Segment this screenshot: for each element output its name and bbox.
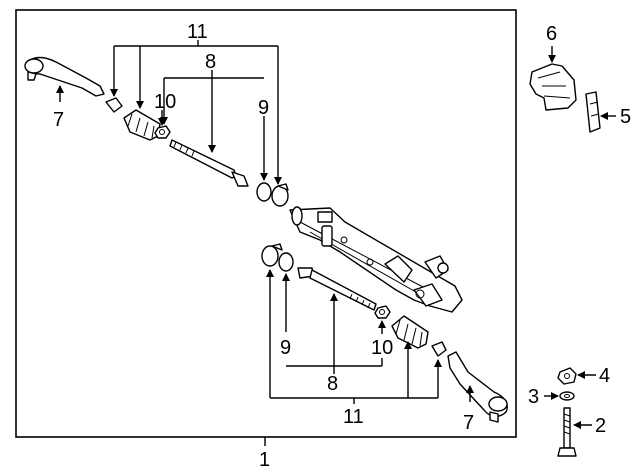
jam-nut-top xyxy=(154,125,171,139)
leader-11-bottom xyxy=(266,269,442,404)
heat-shield xyxy=(529,63,577,111)
clamp-top-left xyxy=(105,97,123,113)
bracket xyxy=(585,91,601,133)
callout-inner-tie-rod-bottom: 8 xyxy=(327,373,338,395)
callout-inner-tie-rod-top: 8 xyxy=(205,51,216,73)
steering-rack-housing xyxy=(289,206,463,313)
inner-tie-rod-bottom xyxy=(297,267,377,311)
bolt xyxy=(557,407,577,457)
callout-heat-shield: 6 xyxy=(546,23,557,45)
clamp-bottom-right xyxy=(431,341,447,357)
callout-jam-nut-top: 10 xyxy=(154,91,176,113)
jam-nut-bottom xyxy=(374,305,391,319)
spacer-top xyxy=(256,182,272,202)
leader-8-bottom xyxy=(286,293,383,374)
tie-rod-end-left xyxy=(24,56,105,97)
clamp-bottom-left xyxy=(261,243,283,267)
callout-washer: 3 xyxy=(528,386,539,408)
callout-jam-nut-bottom: 10 xyxy=(371,337,393,359)
callout-bracket: 5 xyxy=(620,106,631,128)
leader-11-top xyxy=(110,40,282,185)
callout-assembly: 1 xyxy=(259,449,270,471)
callout-nut: 4 xyxy=(599,365,610,387)
callout-tie-rod-end-right: 7 xyxy=(463,412,474,434)
callout-spacer-bottom: 9 xyxy=(280,337,291,359)
leader-8-top xyxy=(160,70,268,181)
callout-boot-kit-top: 11 xyxy=(187,21,208,43)
boot-top xyxy=(123,109,161,141)
callout-spacer-top: 9 xyxy=(258,97,269,119)
clamp-top-right xyxy=(271,183,289,207)
assembly-frame xyxy=(15,9,517,438)
callout-tie-rod-end-left: 7 xyxy=(53,109,64,131)
tie-rod-end-right xyxy=(447,351,508,423)
washer xyxy=(559,391,575,401)
boot-bottom xyxy=(391,315,429,349)
spacer-bottom xyxy=(278,252,294,272)
nut xyxy=(557,367,577,385)
callout-boot-kit-bottom: 11 xyxy=(343,406,364,428)
inner-tie-rod-top xyxy=(169,139,249,187)
callout-bolt: 2 xyxy=(595,415,606,437)
